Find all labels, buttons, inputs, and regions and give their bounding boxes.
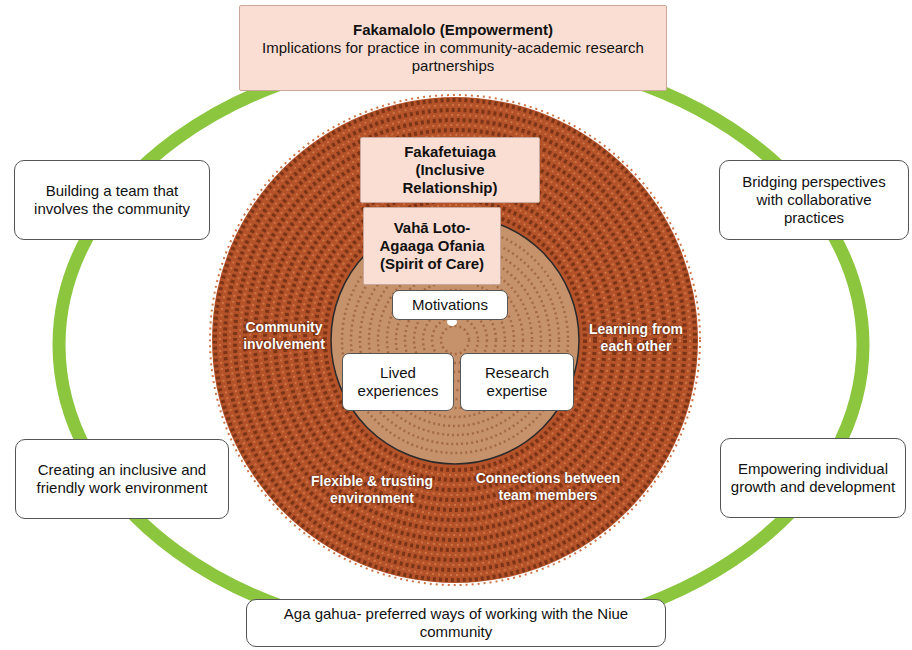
body-text: Implications for practice in community-a… xyxy=(248,39,658,75)
mat-weave xyxy=(280,165,630,515)
practice-box: Creating an inclusive and friendly work … xyxy=(15,439,229,519)
mat-weave xyxy=(300,185,610,495)
mat-weave xyxy=(275,160,635,520)
mat-label: Connections between team members xyxy=(468,470,628,504)
mat-weave xyxy=(305,190,605,490)
framework-title-box: Fakamalolo (Empowerment)Implications for… xyxy=(239,5,667,91)
body-text: Bridging perspectives with collaborative… xyxy=(728,173,900,227)
body-text: Aga gahua- preferred ways of working wit… xyxy=(255,605,657,641)
body-text: Building a team that involves the commun… xyxy=(23,182,201,218)
core-item-box: Research expertise xyxy=(460,353,574,411)
mat-label: Flexible & trusting environment xyxy=(297,473,447,507)
layer-title-box: Fakafetuiaga (Inclusive Relationship) xyxy=(360,137,540,203)
mat-weave xyxy=(315,200,595,480)
heading-text: Vahā Loto-Agaaga Ofania (Spirit of Care) xyxy=(372,219,492,273)
mat-base xyxy=(212,97,698,583)
practice-box: Bridging perspectives with collaborative… xyxy=(719,160,909,240)
mat-weave xyxy=(215,100,695,580)
inner-weave xyxy=(441,326,469,354)
practice-box: Empowering individual growth and develop… xyxy=(720,438,906,518)
mat-label: Community involvement xyxy=(230,319,338,353)
mat-weave xyxy=(310,195,600,485)
body-text: Motivations xyxy=(412,296,488,314)
core-title-box: Vahā Loto-Agaaga Ofania (Spirit of Care) xyxy=(363,207,501,285)
body-text: Research expertise xyxy=(469,364,565,400)
mat-weave xyxy=(295,180,615,500)
heading-text: Fakamalolo (Empowerment) xyxy=(353,21,553,39)
practice-box: Aga gahua- preferred ways of working wit… xyxy=(246,599,666,647)
mat-weave xyxy=(320,205,590,475)
mat-weave xyxy=(290,175,620,505)
body-text: Empowering individual growth and develop… xyxy=(729,460,897,496)
mat-label: Learning from each other xyxy=(578,321,694,355)
green-ring xyxy=(59,53,863,637)
practice-box: Building a team that involves the commun… xyxy=(14,160,210,240)
woven-mat xyxy=(210,95,700,585)
body-text: Lived experiences xyxy=(351,364,445,400)
core-item-box: Lived experiences xyxy=(342,353,454,411)
heading-text: Fakafetuiaga (Inclusive Relationship) xyxy=(369,143,531,197)
mat-weave xyxy=(270,155,640,525)
mat-weave xyxy=(285,170,625,510)
mat-weave xyxy=(210,95,700,585)
core-item-box: Motivations xyxy=(392,290,508,320)
body-text: Creating an inclusive and friendly work … xyxy=(24,461,220,497)
